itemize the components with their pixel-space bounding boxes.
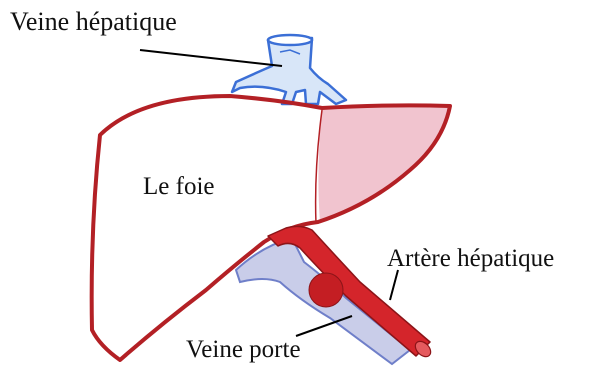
liver-right-lobe: [318, 106, 450, 222]
label-artere-hepatique: Artère hépatique: [387, 245, 554, 272]
leader-veine-hepatique: [140, 50, 282, 66]
leader-artere-hepatique: [390, 270, 398, 300]
label-veine-porte: Veine porte: [186, 336, 301, 363]
label-le-foie: Le foie: [143, 173, 214, 200]
label-veine-hepatique: Veine hépatique: [10, 7, 177, 36]
hepatic-vein: [232, 35, 346, 104]
artery-cross-section: [309, 273, 343, 307]
